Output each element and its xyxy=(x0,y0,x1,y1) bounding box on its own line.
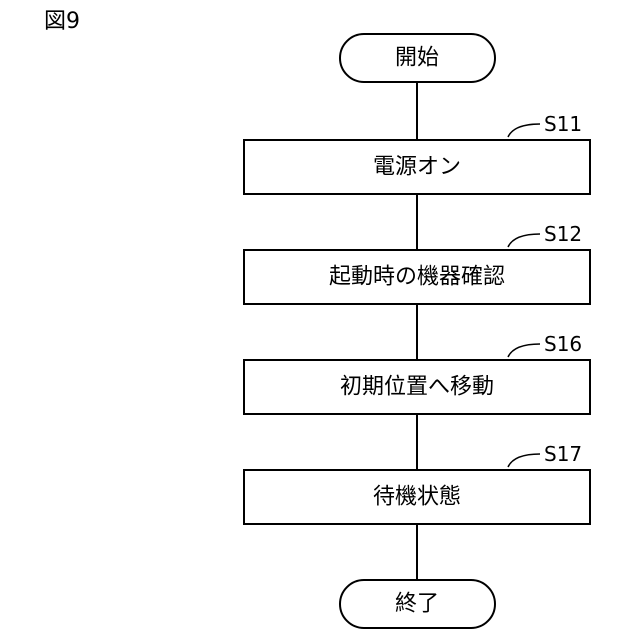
start-terminal: 開始 xyxy=(340,34,495,82)
step-label: 初期位置へ移動 xyxy=(340,375,494,400)
step-id: S12 xyxy=(544,222,582,246)
step-label: 電源オン xyxy=(373,155,461,180)
step-leader xyxy=(508,234,540,247)
step-id: S11 xyxy=(544,112,582,136)
step-leader xyxy=(508,454,540,467)
step-label: 起動時の機器確認 xyxy=(329,265,505,290)
step-id: S17 xyxy=(544,442,582,466)
end-terminal: 終了 xyxy=(340,580,495,628)
step-label: 待機状態 xyxy=(373,485,461,510)
end-label: 終了 xyxy=(395,592,439,617)
start-label: 開始 xyxy=(395,46,439,71)
step-leader xyxy=(508,124,540,137)
step-leader xyxy=(508,344,540,357)
step-id: S16 xyxy=(544,332,582,356)
